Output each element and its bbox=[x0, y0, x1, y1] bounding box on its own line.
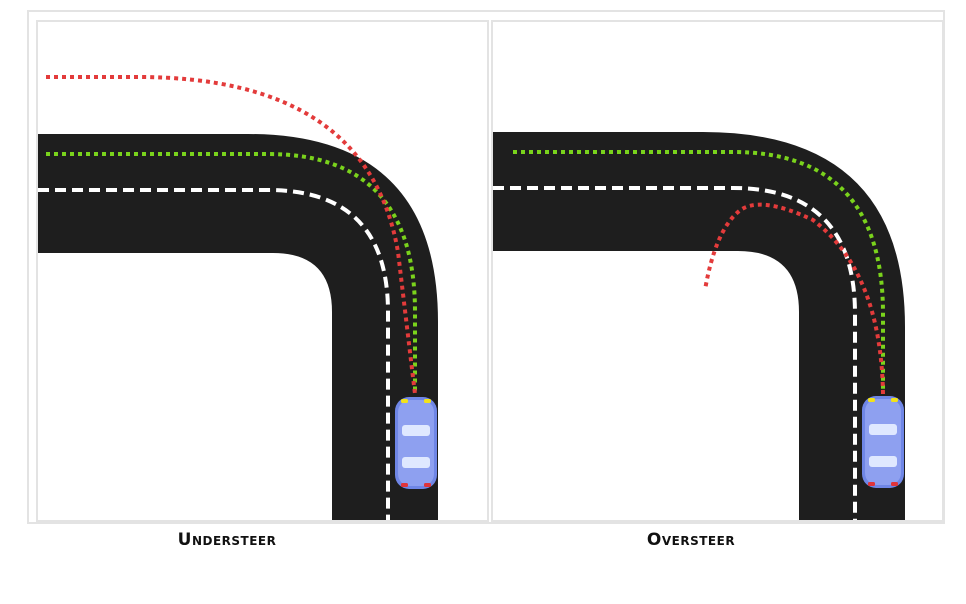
road-center-line bbox=[38, 188, 390, 520]
road bbox=[38, 134, 438, 520]
intended-path bbox=[46, 152, 417, 394]
car-top-view-icon bbox=[395, 397, 437, 489]
car-top-view-icon bbox=[862, 396, 904, 488]
understeer-caption: Understeer bbox=[177, 530, 277, 550]
understeer-path bbox=[46, 75, 417, 395]
oversteer-diagram bbox=[493, 132, 905, 520]
oversteer-caption: Oversteer bbox=[646, 530, 736, 550]
road-center-line bbox=[493, 186, 857, 520]
road bbox=[493, 132, 905, 520]
understeer-diagram bbox=[38, 75, 438, 520]
oversteer-panel bbox=[491, 20, 944, 522]
understeer-panel bbox=[36, 20, 489, 522]
